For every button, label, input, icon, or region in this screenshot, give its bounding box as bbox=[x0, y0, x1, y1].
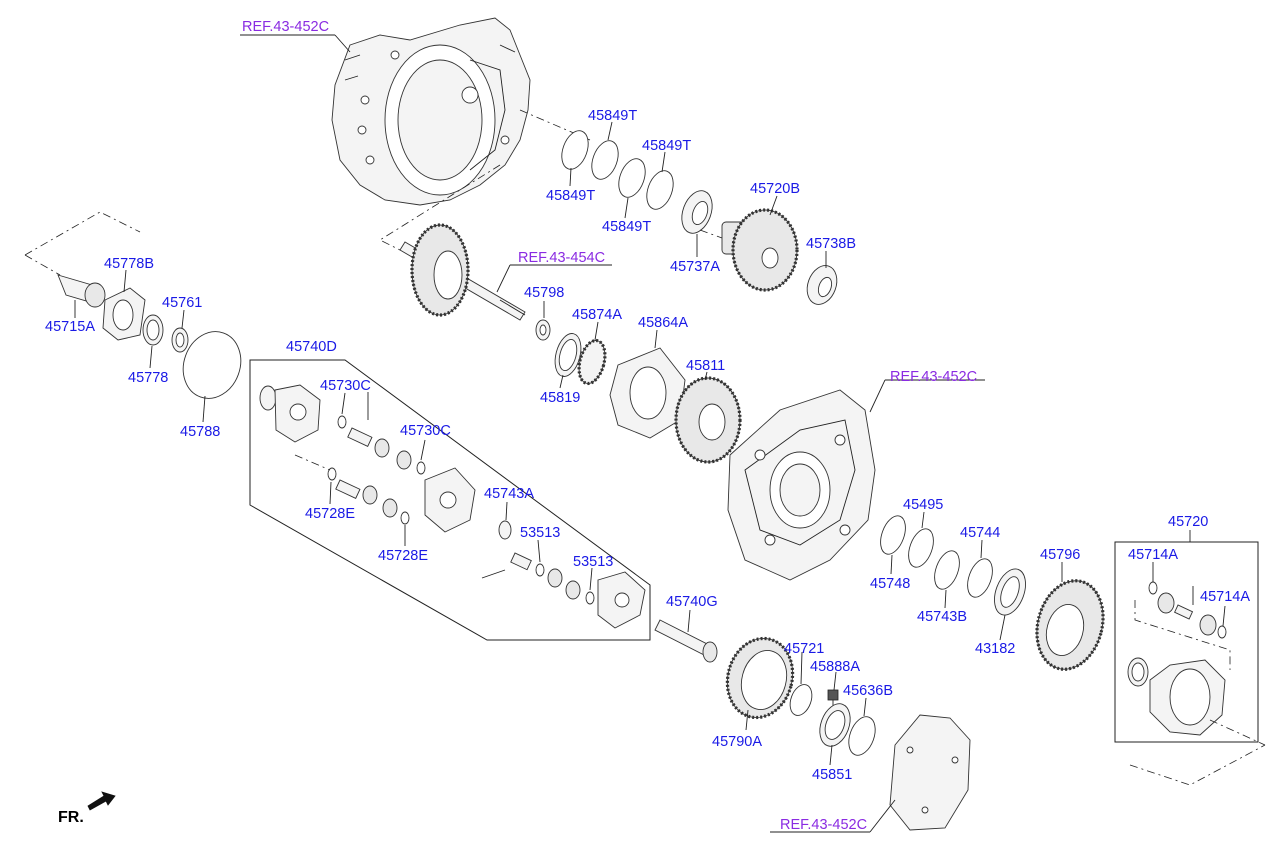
label-45796[interactable]: 45796 bbox=[1040, 547, 1080, 563]
ring-45819[interactable] bbox=[551, 331, 586, 380]
leader-lines bbox=[74, 34, 1226, 833]
label-53513-top[interactable]: 53513 bbox=[520, 525, 560, 541]
snap-ring-45849T-a[interactable] bbox=[557, 127, 593, 173]
transmission-case-top bbox=[331, 17, 531, 206]
label-45849T-right[interactable]: 45849T bbox=[642, 138, 691, 154]
label-43182[interactable]: 43182 bbox=[975, 641, 1015, 657]
label-45778[interactable]: 45778 bbox=[128, 370, 168, 386]
label-45851[interactable]: 45851 bbox=[812, 767, 852, 783]
plate-45864A[interactable] bbox=[609, 347, 686, 439]
label-45714A-right[interactable]: 45714A bbox=[1200, 589, 1250, 605]
label-45888A[interactable]: 45888A bbox=[810, 659, 860, 675]
transmission-housing-right bbox=[727, 389, 876, 581]
snap-ring-45849T-b[interactable] bbox=[587, 137, 623, 183]
label-45849T-left[interactable]: 45849T bbox=[546, 188, 595, 204]
label-45864A[interactable]: 45864A bbox=[638, 315, 688, 331]
ref-label-454c[interactable]: REF.43-454C bbox=[518, 250, 605, 266]
bearing-45737A[interactable] bbox=[676, 187, 717, 238]
ref-label-452c-right[interactable]: REF.43-452C bbox=[890, 369, 977, 385]
washer-45761[interactable] bbox=[171, 327, 189, 353]
bearing-45738B[interactable] bbox=[802, 261, 842, 308]
label-45636B[interactable]: 45636B bbox=[843, 683, 893, 699]
ring-45721[interactable] bbox=[786, 682, 816, 719]
seal-45636B[interactable] bbox=[844, 713, 880, 759]
front-direction-indicator: FR. bbox=[58, 791, 116, 826]
drum-45796[interactable] bbox=[1027, 573, 1112, 676]
gear-45720B[interactable] bbox=[721, 208, 799, 292]
label-45874A[interactable]: 45874A bbox=[572, 307, 622, 323]
label-45743A[interactable]: 45743A bbox=[484, 486, 534, 502]
ring-gear-45790A[interactable] bbox=[719, 631, 802, 725]
label-45720B[interactable]: 45720B bbox=[750, 181, 800, 197]
label-45790A[interactable]: 45790A bbox=[712, 734, 762, 750]
ring-45743B[interactable] bbox=[930, 547, 964, 592]
label-45738B[interactable]: 45738B bbox=[806, 236, 856, 252]
snap-ring-45788[interactable] bbox=[174, 323, 250, 406]
snap-ring-45849T-c[interactable] bbox=[614, 155, 650, 201]
label-45788[interactable]: 45788 bbox=[180, 424, 220, 440]
ring-45748[interactable] bbox=[876, 512, 910, 557]
output-shaft-assembly bbox=[399, 223, 526, 321]
label-45849T-top[interactable]: 45849T bbox=[588, 108, 637, 124]
seal-45778[interactable] bbox=[142, 314, 164, 346]
snap-ring-45849T-d[interactable] bbox=[642, 167, 678, 213]
front-direction-arrow-icon bbox=[87, 791, 116, 811]
label-45748[interactable]: 45748 bbox=[870, 576, 910, 592]
gear-45811[interactable] bbox=[674, 376, 742, 464]
differential-parts bbox=[1127, 581, 1231, 736]
ring-45874A[interactable] bbox=[575, 338, 610, 387]
planetary-carrier-parts bbox=[259, 384, 646, 629]
transmission-cover-bottom bbox=[889, 714, 971, 831]
plate-45778B[interactable] bbox=[102, 287, 146, 341]
ref-label-452c-top[interactable]: REF.43-452C bbox=[242, 19, 329, 35]
label-45798[interactable]: 45798 bbox=[524, 285, 564, 301]
ring-45495[interactable] bbox=[904, 525, 938, 570]
label-45743B[interactable]: 45743B bbox=[917, 609, 967, 625]
label-45737A[interactable]: 45737A bbox=[670, 259, 720, 275]
label-45811[interactable]: 45811 bbox=[686, 358, 725, 374]
plate-43182[interactable] bbox=[989, 565, 1032, 620]
label-53513-bottom[interactable]: 53513 bbox=[573, 554, 613, 570]
label-45720[interactable]: 45720 bbox=[1168, 514, 1208, 530]
assembly-frame-45740D bbox=[249, 359, 651, 641]
label-45728E-right[interactable]: 45728E bbox=[378, 548, 428, 564]
label-45819[interactable]: 45819 bbox=[540, 390, 580, 406]
label-45778B[interactable]: 45778B bbox=[104, 256, 154, 272]
ring-45744[interactable] bbox=[963, 555, 997, 600]
label-45715A[interactable]: 45715A bbox=[45, 319, 95, 335]
assembly-frame-45720 bbox=[1114, 541, 1259, 743]
label-45730C-top[interactable]: 45730C bbox=[320, 378, 371, 394]
shaft-45740G[interactable] bbox=[654, 619, 718, 663]
ref-label-452c-bottom[interactable]: REF.43-452C bbox=[780, 817, 867, 833]
label-45714A-left[interactable]: 45714A bbox=[1128, 547, 1178, 563]
front-direction-label: FR. bbox=[58, 809, 84, 826]
shaft-45715A[interactable] bbox=[57, 274, 106, 308]
label-45740D[interactable]: 45740D bbox=[286, 339, 337, 355]
label-45495[interactable]: 45495 bbox=[903, 497, 943, 513]
label-45730C-mid[interactable]: 45730C bbox=[400, 423, 451, 439]
label-45721[interactable]: 45721 bbox=[784, 641, 824, 657]
label-45849T-bottom[interactable]: 45849T bbox=[602, 219, 651, 235]
washer-45798[interactable] bbox=[535, 319, 551, 341]
bearing-45851[interactable] bbox=[814, 700, 855, 751]
label-45744[interactable]: 45744 bbox=[960, 525, 1000, 541]
label-45761[interactable]: 45761 bbox=[162, 295, 202, 311]
label-45728E-left[interactable]: 45728E bbox=[305, 506, 355, 522]
label-45740G[interactable]: 45740G bbox=[666, 594, 718, 610]
